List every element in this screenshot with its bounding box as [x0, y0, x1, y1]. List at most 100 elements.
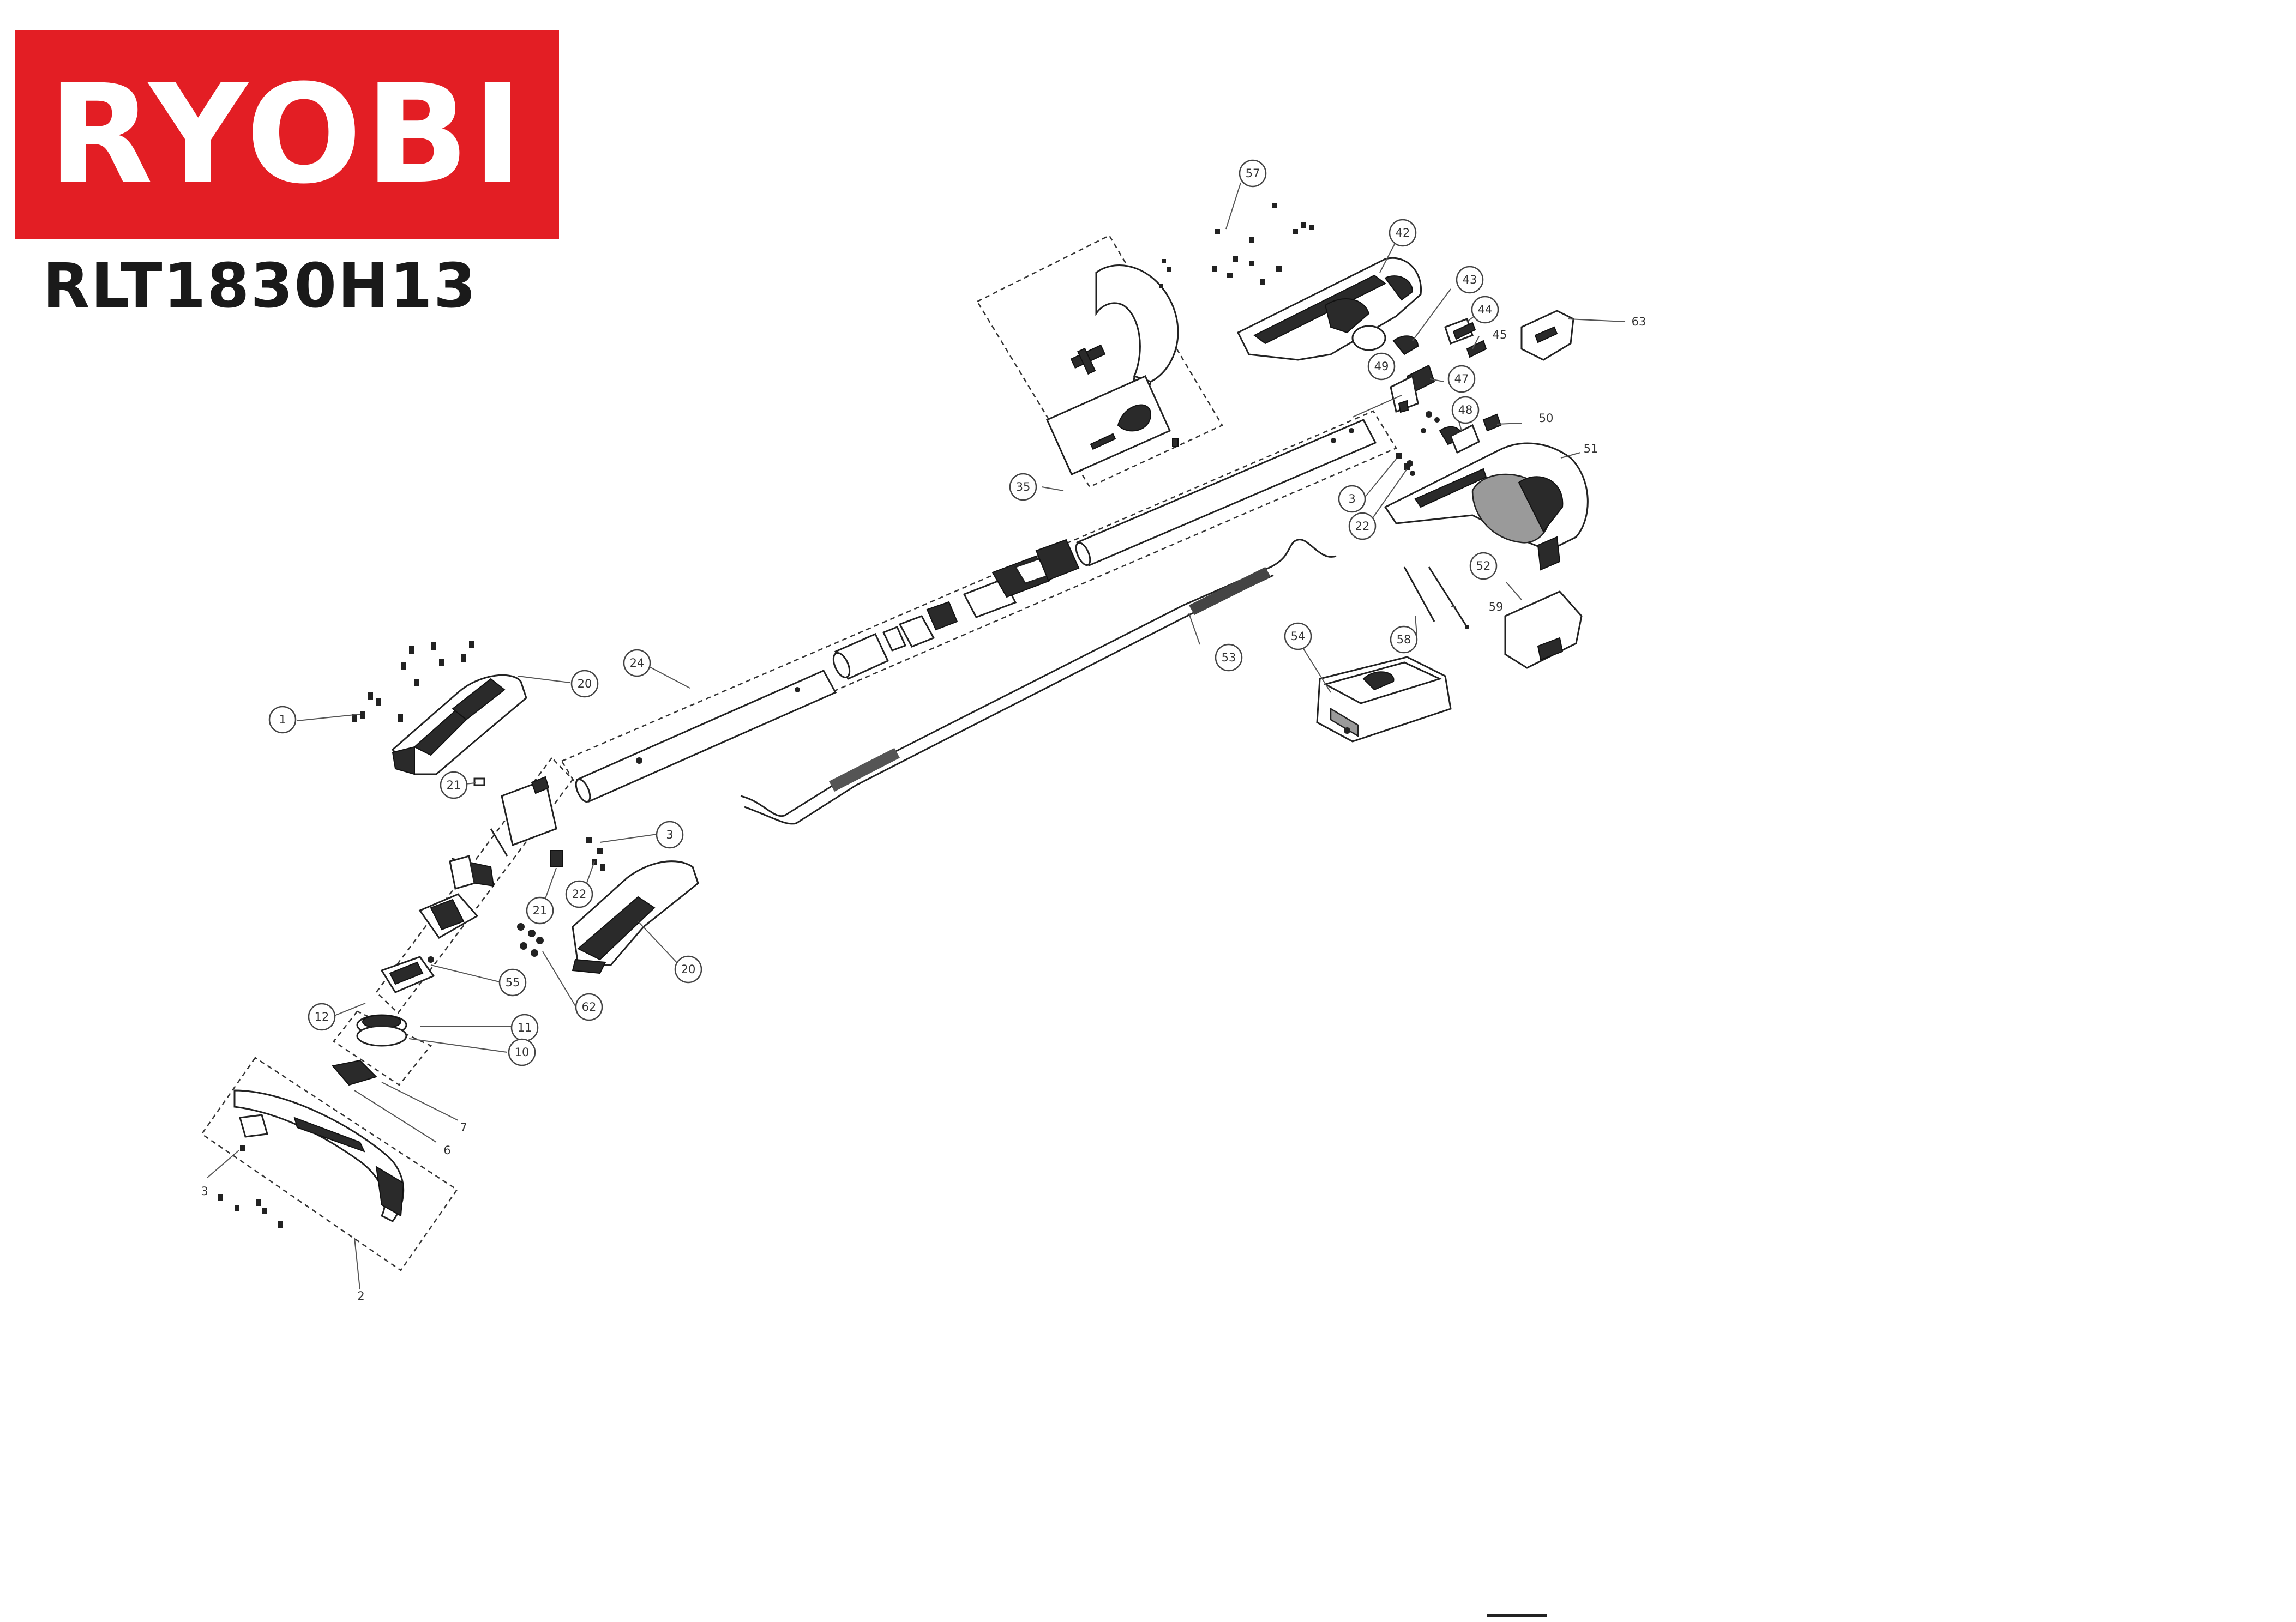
logo-wordmark: RYOBI — [47, 55, 527, 214]
callout-21-mid: 21 — [526, 896, 554, 925]
svg-text:10: 10 — [515, 1046, 530, 1059]
svg-text:12: 12 — [315, 1010, 329, 1023]
screws-1 — [352, 641, 474, 722]
svg-text:22: 22 — [1355, 520, 1370, 533]
svg-text:50: 50 — [1539, 412, 1554, 425]
svg-text:24: 24 — [630, 656, 645, 670]
screws-58 — [1403, 566, 1469, 629]
battery-charger — [1316, 656, 1452, 743]
svg-text:45: 45 — [1493, 328, 1507, 341]
callout-44: 44 — [1471, 296, 1499, 324]
rear-housing-half — [1236, 257, 1422, 361]
lower-shaft — [575, 670, 837, 803]
front-handle — [1046, 264, 1179, 475]
rear-motor-housing — [1384, 442, 1589, 571]
svg-text:62: 62 — [582, 1000, 597, 1014]
model-number: RLT1830H13 — [43, 251, 477, 322]
screws-3a — [1396, 453, 1410, 470]
callout-42: 42 — [1389, 219, 1417, 247]
screws-57 — [1159, 203, 1314, 288]
svg-text:58: 58 — [1397, 633, 1411, 646]
callout-1: 1 — [268, 706, 297, 734]
svg-text:6: 6 — [443, 1144, 450, 1157]
svg-text:3: 3 — [1348, 492, 1355, 505]
svg-text:51: 51 — [1584, 442, 1598, 455]
svg-text:59: 59 — [1489, 600, 1504, 613]
svg-text:20: 20 — [578, 677, 592, 690]
head-assembly — [380, 893, 479, 993]
label-7: 7 — [460, 1121, 467, 1134]
svg-text:49: 49 — [1374, 360, 1389, 373]
motor-housing-right — [572, 860, 699, 974]
screw-21a — [473, 777, 485, 786]
power-cable — [740, 539, 1337, 825]
svg-text:21: 21 — [533, 904, 548, 917]
callout-35: 35 — [1009, 473, 1037, 501]
shaft-coupler — [832, 539, 1080, 680]
spring-21 — [550, 850, 563, 867]
footer-rule — [1487, 1614, 1547, 1617]
label-59: 59 — [1489, 600, 1504, 613]
callout-43: 43 — [1456, 266, 1484, 294]
callout-12: 12 — [308, 1003, 336, 1031]
callout-24: 24 — [623, 649, 651, 677]
callout-22-mid: 22 — [565, 880, 593, 908]
label-50: 50 — [1539, 412, 1554, 425]
svg-text:48: 48 — [1458, 403, 1473, 417]
callout-47: 47 — [1447, 365, 1476, 393]
callout-11: 11 — [510, 1014, 539, 1042]
svg-text:3: 3 — [666, 828, 673, 841]
callout-49: 49 — [1367, 352, 1396, 381]
screws-3c — [218, 1145, 283, 1228]
callout-52: 52 — [1469, 552, 1498, 580]
callout-55: 55 — [498, 968, 527, 997]
callout-54: 54 — [1284, 622, 1312, 650]
label-63: 63 — [1632, 315, 1646, 328]
svg-text:11: 11 — [518, 1021, 532, 1034]
svg-text:57: 57 — [1246, 167, 1260, 180]
callout-57: 57 — [1239, 159, 1267, 188]
svg-text:52: 52 — [1476, 559, 1491, 572]
label-2: 2 — [357, 1289, 364, 1303]
callout-20-bottom: 20 — [674, 955, 702, 984]
svg-text:3: 3 — [201, 1185, 208, 1198]
callout-53: 53 — [1215, 643, 1243, 672]
label-45: 45 — [1493, 328, 1507, 341]
svg-text:21: 21 — [447, 779, 461, 792]
ryobi-logo: RYOBI — [15, 30, 559, 239]
svg-text:35: 35 — [1016, 480, 1031, 493]
callout-3-mid: 3 — [656, 821, 684, 849]
svg-text:53: 53 — [1222, 651, 1236, 664]
callout-62: 62 — [575, 993, 603, 1021]
svg-text:43: 43 — [1463, 273, 1477, 286]
svg-text:2: 2 — [357, 1289, 364, 1303]
guard-group-box — [201, 1057, 458, 1271]
callout-48: 48 — [1451, 396, 1480, 424]
svg-text:42: 42 — [1396, 226, 1410, 239]
debris-guard — [233, 1089, 405, 1222]
screws-62 — [517, 923, 544, 957]
svg-text:55: 55 — [506, 976, 520, 989]
callout-20-top: 20 — [570, 670, 599, 698]
svg-text:7: 7 — [460, 1121, 467, 1134]
motor-housing-left — [391, 674, 527, 775]
svg-text:54: 54 — [1291, 630, 1306, 643]
trimmer-spool — [356, 1014, 407, 1047]
battery-latch-cover — [1520, 310, 1574, 361]
battery-side-cover — [1504, 590, 1583, 669]
leader-lines — [207, 182, 1626, 1290]
label-6: 6 — [443, 1144, 450, 1157]
svg-text:22: 22 — [572, 888, 587, 901]
switch-parts — [1390, 318, 1502, 476]
label-51: 51 — [1584, 442, 1598, 455]
svg-text:47: 47 — [1454, 372, 1469, 385]
svg-text:1: 1 — [279, 713, 286, 726]
svg-text:44: 44 — [1478, 303, 1493, 316]
callout-58: 58 — [1390, 625, 1418, 654]
motor — [449, 776, 557, 890]
svg-text:63: 63 — [1632, 315, 1646, 328]
spool-cap — [332, 1059, 377, 1086]
callout-21-top: 21 — [440, 771, 468, 799]
callout-10: 10 — [508, 1038, 536, 1066]
